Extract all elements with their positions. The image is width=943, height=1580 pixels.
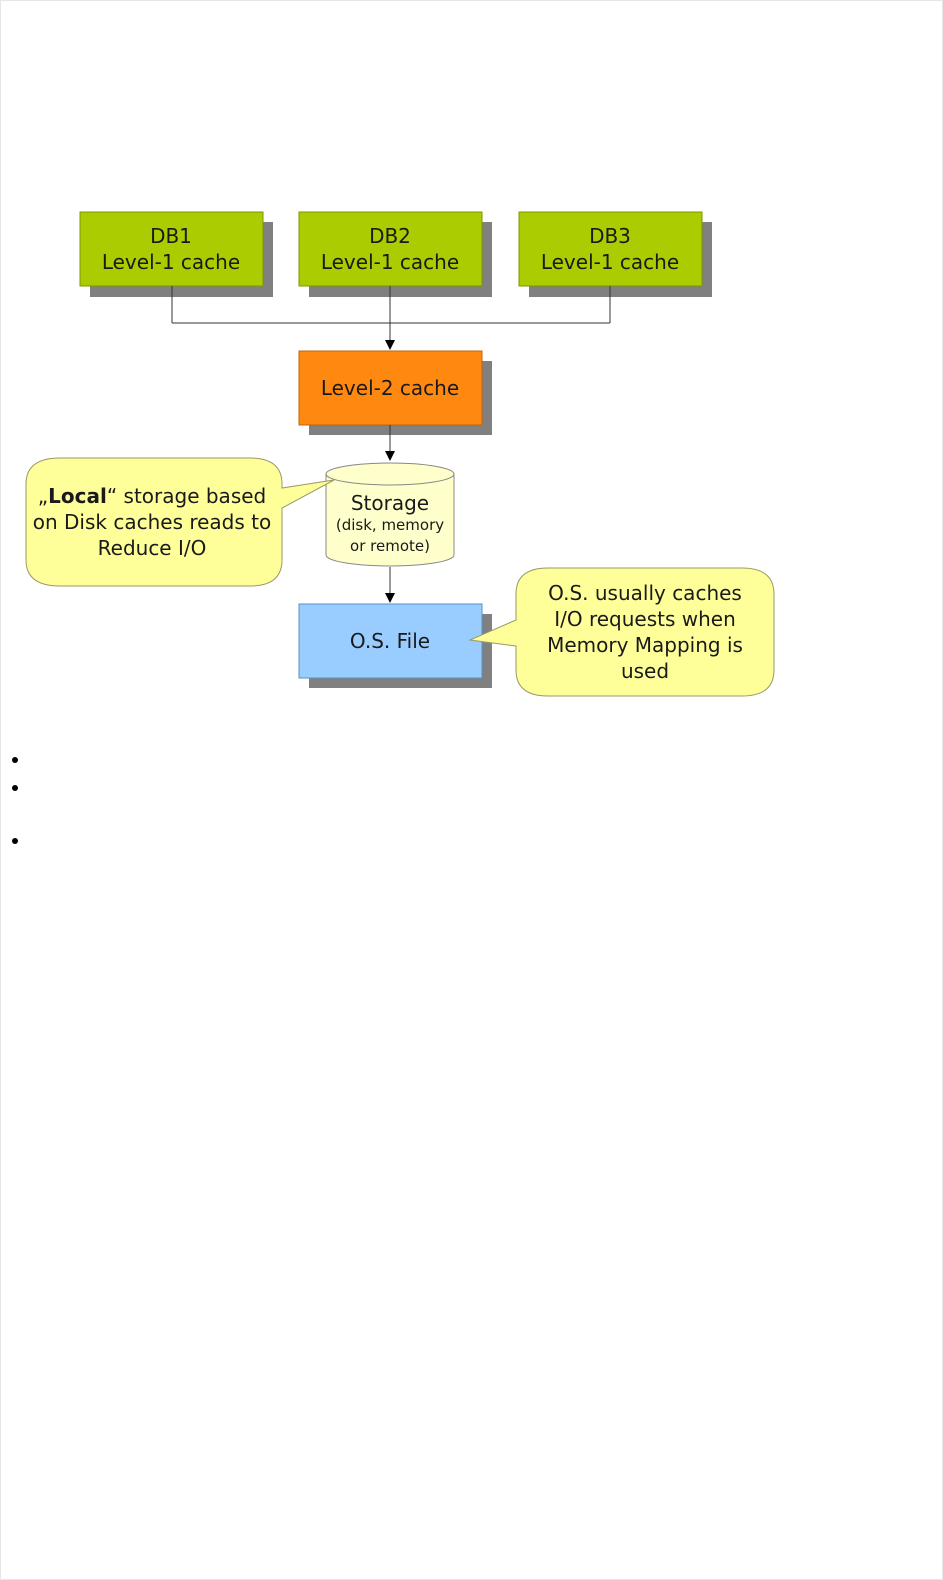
db2-level1-cache-box: DB2 Level-1 cache — [298, 211, 492, 297]
db1-subtitle: Level-1 cache — [102, 250, 240, 274]
storage-cylinder: Storage (disk, memory or remote) — [325, 462, 455, 567]
bullet-item — [12, 838, 18, 844]
db3-subtitle: Level-1 cache — [541, 250, 679, 274]
level2-cache-box: Level-2 cache — [298, 350, 492, 435]
db3-title: DB3 — [589, 224, 631, 248]
db2-subtitle: Level-1 cache — [321, 250, 459, 274]
level1-to-level2-connectors — [171, 286, 611, 350]
db2-title: DB2 — [369, 224, 411, 248]
os-caching-callout: O.S. usually caches I/O requests when Me… — [468, 567, 775, 697]
db3-level1-cache-box: DB3 Level-1 cache — [518, 211, 712, 297]
db1-title: DB1 — [150, 224, 192, 248]
level2-cache-label: Level-2 cache — [321, 376, 459, 400]
cache-architecture-diagram: DB1 Level-1 cache DB2 Level-1 cache DB3 … — [25, 211, 775, 697]
local-callout-line-2: on Disk caches reads to — [33, 510, 272, 534]
os-file-label: O.S. File — [350, 629, 430, 653]
os-callout-line-4: used — [621, 659, 669, 683]
local-storage-callout: „Local“ storage based on Disk caches rea… — [25, 457, 335, 587]
os-callout-line-1: O.S. usually caches — [548, 581, 742, 605]
local-callout-line-3: Reduce I/O — [98, 536, 207, 560]
storage-subtitle-2: or remote) — [350, 537, 430, 555]
bullet-item — [12, 757, 18, 763]
local-callout-line-1: „Local“ storage based — [38, 484, 267, 508]
db1-level1-cache-box: DB1 Level-1 cache — [79, 211, 273, 297]
os-callout-line-2: I/O requests when — [554, 607, 736, 631]
os-callout-line-3: Memory Mapping is — [547, 633, 743, 657]
bullet-item — [12, 785, 18, 791]
storage-subtitle-1: (disk, memory — [336, 516, 444, 534]
storage-title: Storage — [351, 491, 429, 515]
os-file-box: O.S. File — [298, 603, 492, 688]
